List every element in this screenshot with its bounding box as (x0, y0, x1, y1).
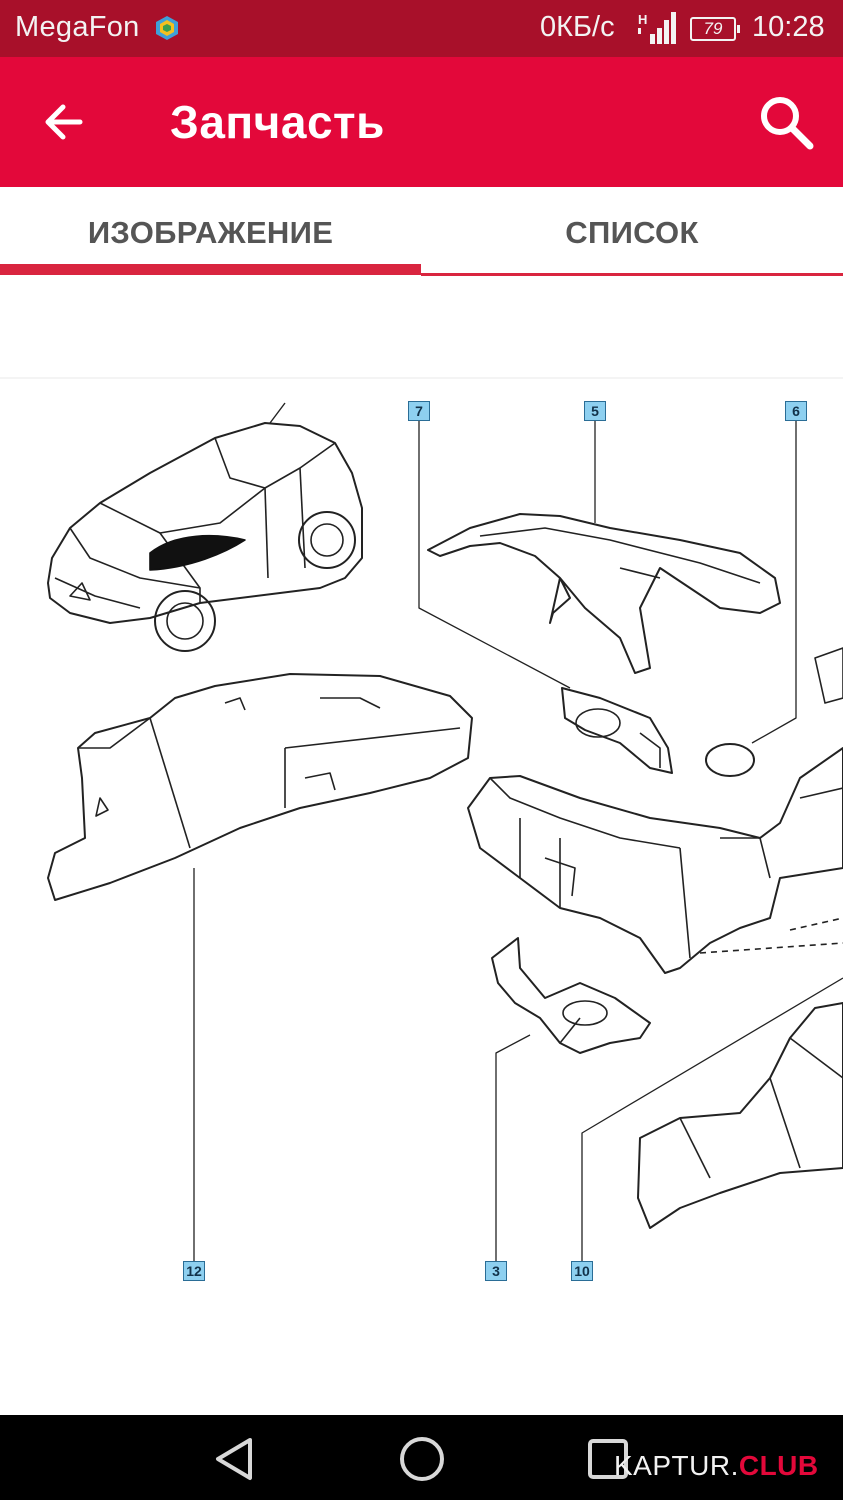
tab-underline (421, 273, 843, 276)
status-bar: MegaFon 0КБ/с H 79 10:28 (0, 0, 843, 57)
system-nav-bar (0, 1415, 843, 1500)
part-3-drawing (491, 937, 651, 1054)
part-6-drawing (705, 743, 755, 777)
car-overview-drawing (47, 402, 363, 652)
carrier-name: MegaFon (15, 11, 140, 43)
square-recent-icon (588, 1439, 628, 1479)
callout-12[interactable]: 12 (183, 1261, 205, 1281)
tab-image[interactable]: ИЗОБРАЖЕНИЕ (87, 214, 334, 250)
search-button[interactable] (746, 87, 826, 157)
arrow-left-icon (45, 104, 83, 140)
clock: 10:28 (752, 11, 825, 43)
nav-recent-button[interactable] (578, 1433, 638, 1485)
tab-list[interactable]: СПИСОК (565, 214, 699, 250)
watermark: KAPTUR.CLUB (614, 1450, 819, 1482)
nav-back-button[interactable] (204, 1433, 264, 1485)
part-7-drawing (561, 687, 673, 774)
part-5-drawing (427, 513, 781, 674)
network-speed: 0КБ/с (540, 11, 615, 43)
parts-drawing (0, 377, 843, 1261)
battery-indicator: 79 (690, 17, 740, 41)
watermark-main: KAPTUR. (614, 1450, 739, 1481)
svg-text:H: H (638, 12, 647, 27)
search-icon (761, 97, 814, 150)
part-10-drawing (637, 1002, 843, 1229)
center-console-drawing (467, 647, 843, 974)
callout-7[interactable]: 7 (408, 401, 430, 421)
callout-3[interactable]: 3 (485, 1261, 507, 1281)
signal-h-icon: H (638, 12, 676, 44)
tab-bar: ИЗОБРАЖЕНИЕ СПИСОК (0, 187, 843, 278)
callout-5[interactable]: 5 (584, 401, 606, 421)
app-bar: Запчасть (0, 57, 843, 187)
triangle-back-icon (216, 1438, 252, 1480)
shield-badge-icon (156, 16, 178, 40)
part-12-drawing (47, 673, 473, 901)
page-title: Запчасть (170, 96, 385, 148)
parts-diagram[interactable]: 7 5 6 12 3 10 (0, 278, 843, 1415)
back-button[interactable] (28, 89, 98, 155)
circle-home-icon (400, 1437, 444, 1481)
callout-10[interactable]: 10 (571, 1261, 593, 1281)
nav-home-button[interactable] (392, 1433, 452, 1485)
tab-selected-indicator (0, 264, 421, 275)
watermark-accent: CLUB (738, 1450, 819, 1481)
callout-6[interactable]: 6 (785, 401, 807, 421)
leader-lines (193, 420, 843, 1261)
battery-level: 79 (703, 19, 723, 38)
